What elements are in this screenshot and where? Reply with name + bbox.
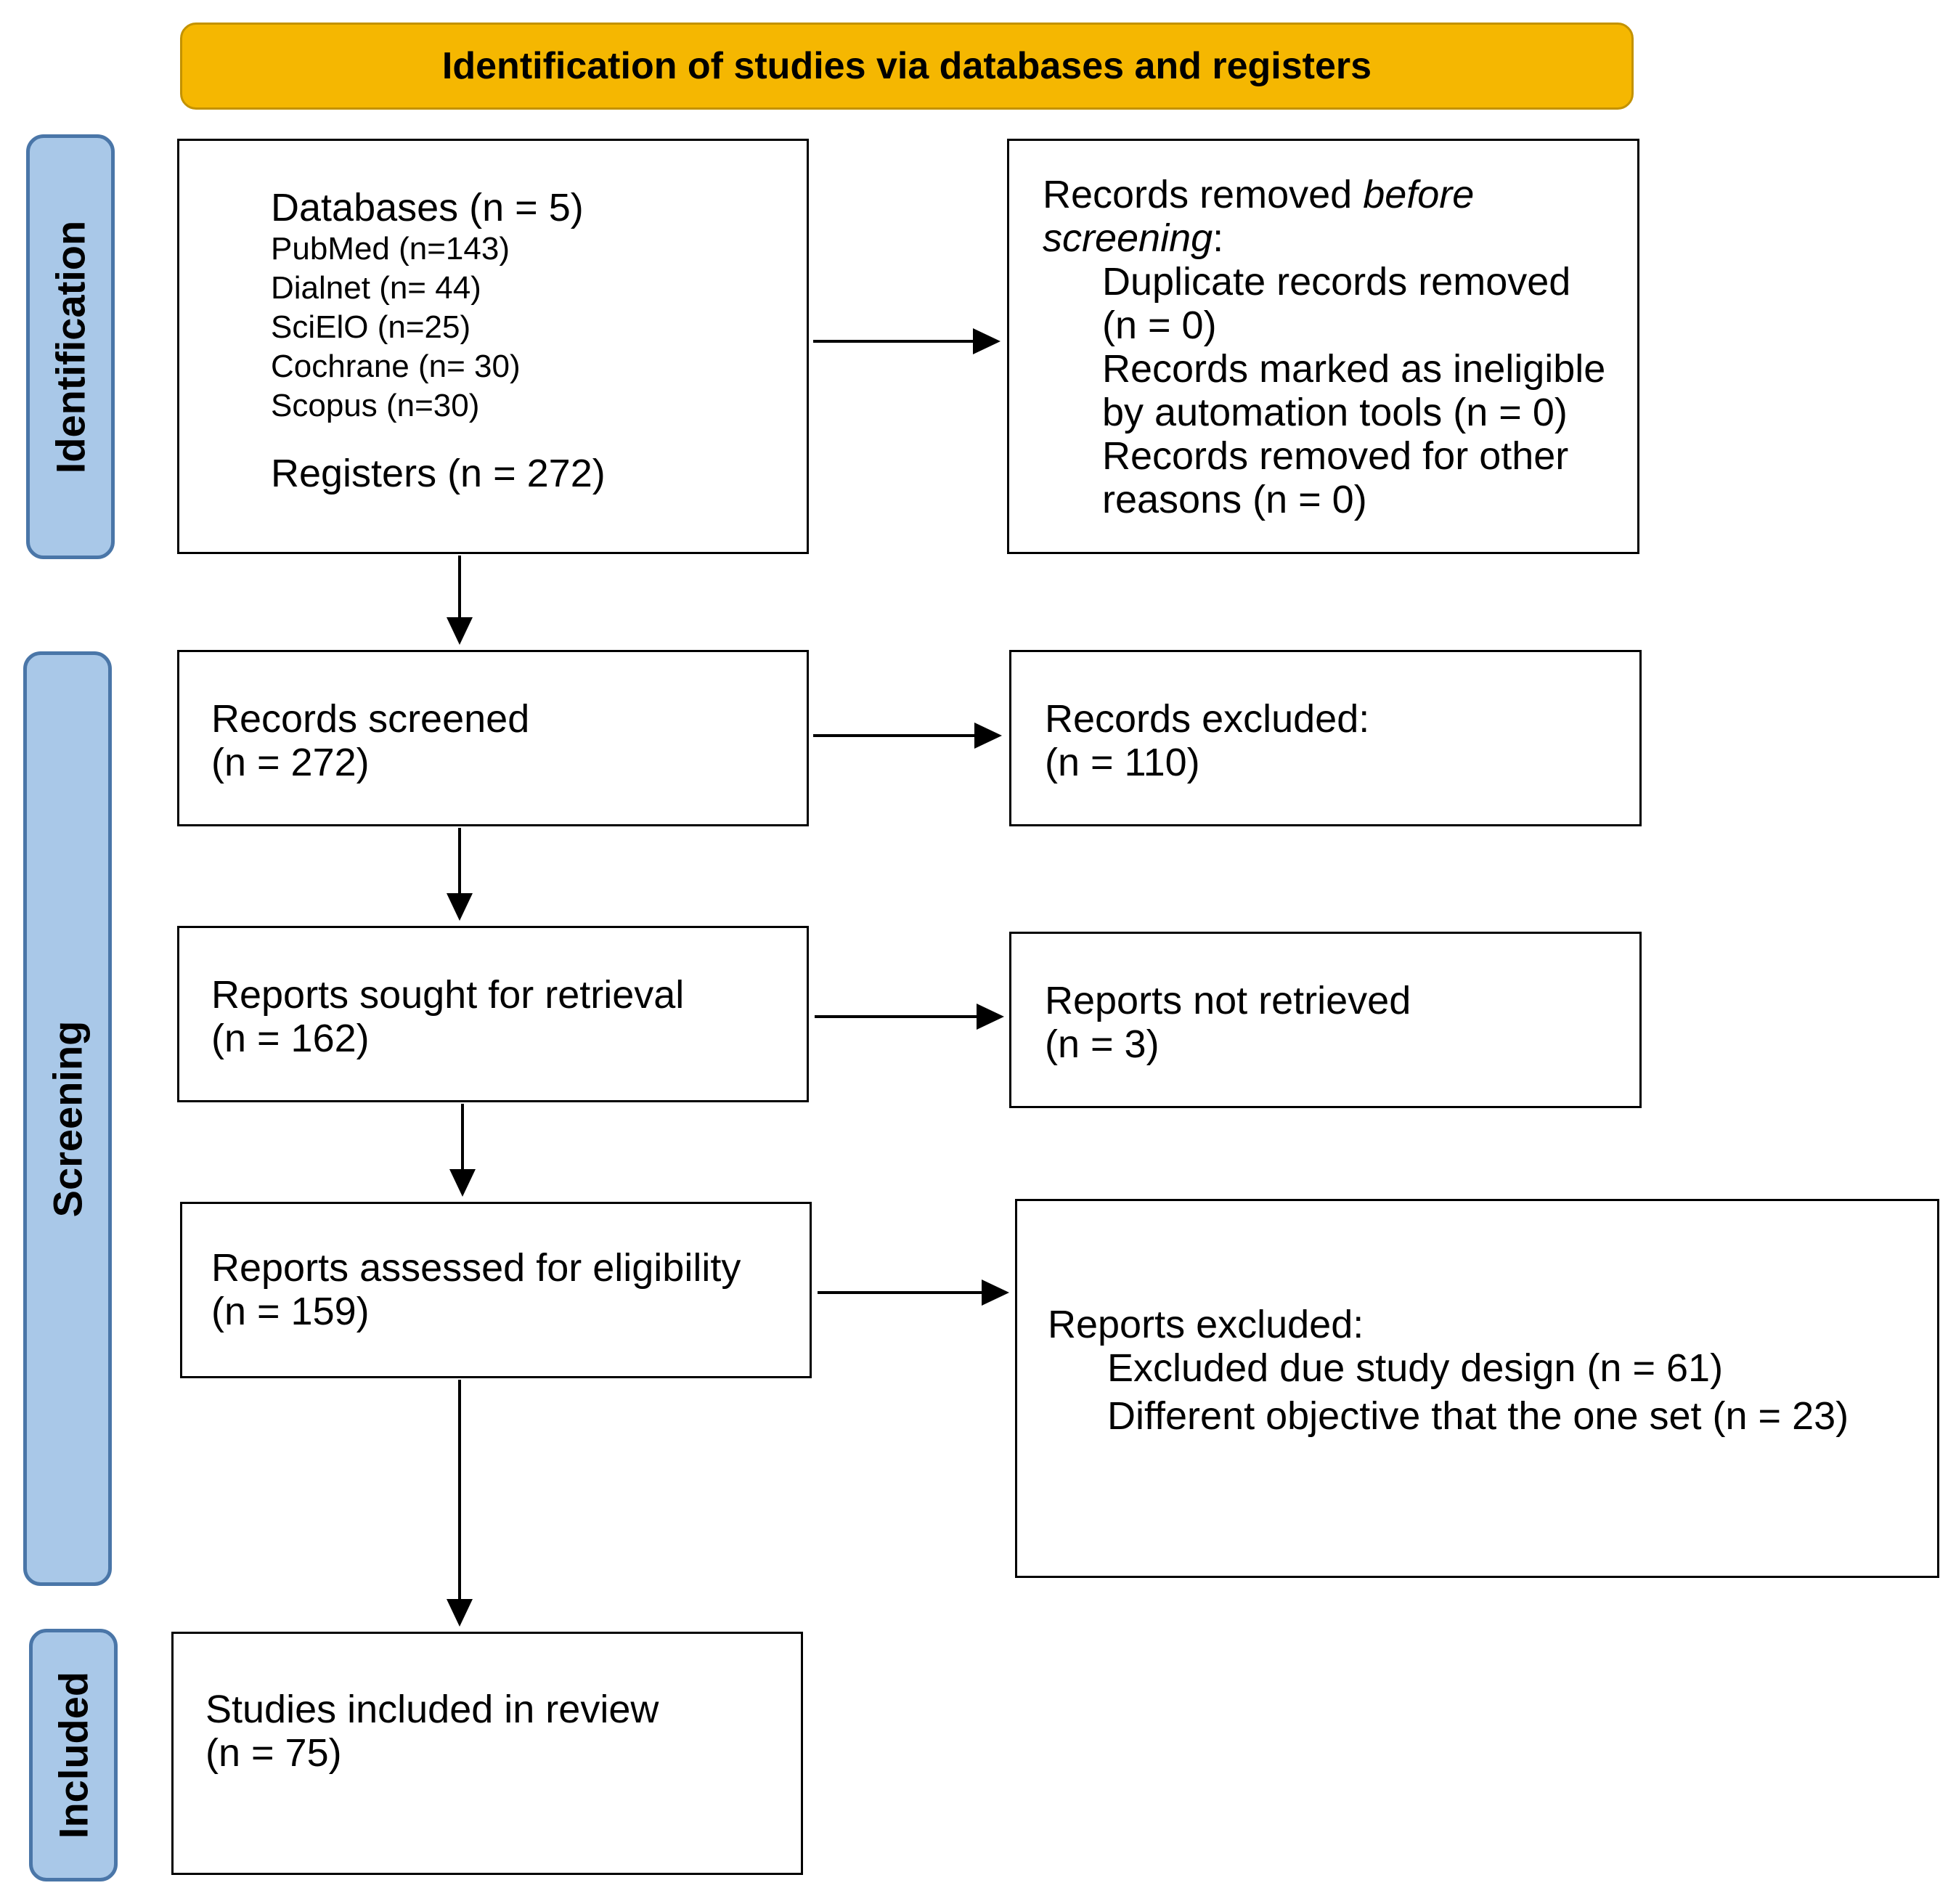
databases-count: Databases (n = 5) bbox=[271, 186, 584, 229]
header-title: Identification of studies via databases … bbox=[441, 45, 1372, 87]
reports-excluded-item: Different objective that the one set (n … bbox=[1107, 1394, 1849, 1438]
reports-assessed-box: Reports assessed for eligibility (n = 15… bbox=[180, 1202, 812, 1378]
phase-included: Included bbox=[29, 1629, 118, 1881]
records-screened-box: Records screened (n = 272) bbox=[177, 650, 809, 826]
database-item: SciElO (n=25) bbox=[271, 309, 471, 345]
records-excluded-box: Records excluded: (n = 110) bbox=[1009, 650, 1642, 826]
records-screened-count: (n = 272) bbox=[211, 741, 370, 784]
reports-excluded-box: Reports excluded: Excluded due study des… bbox=[1015, 1199, 1939, 1578]
reports-not-retrieved-label: Reports not retrieved bbox=[1045, 979, 1411, 1022]
phase-screening: Screening bbox=[23, 651, 112, 1586]
reports-assessed-label: Reports assessed for eligibility bbox=[211, 1246, 741, 1290]
identification-box: Databases (n = 5) PubMed (n=143) Dialnet… bbox=[177, 139, 809, 554]
database-list: PubMed (n=143) Dialnet (n= 44) SciElO (n… bbox=[271, 229, 606, 426]
reports-not-retrieved-count: (n = 3) bbox=[1045, 1022, 1160, 1066]
reports-excluded-label: Reports excluded: bbox=[1048, 1303, 1364, 1346]
records-excluded-label: Records excluded: bbox=[1045, 697, 1370, 741]
registers-count: Registers (n = 272) bbox=[271, 452, 606, 495]
studies-included-count: (n = 75) bbox=[205, 1731, 342, 1775]
studies-included-box: Studies included in review (n = 75) bbox=[171, 1632, 803, 1875]
reports-excluded-item: Excluded due study design (n = 61) bbox=[1107, 1346, 1724, 1390]
database-item: Scopus (n=30) bbox=[271, 388, 480, 423]
records-excluded-count: (n = 110) bbox=[1045, 741, 1200, 784]
removed-item: Duplicate records removed (n = 0) bbox=[1102, 260, 1571, 347]
header-banner: Identification of studies via databases … bbox=[180, 23, 1634, 110]
reports-assessed-count: (n = 159) bbox=[211, 1290, 370, 1333]
phase-identification: Identification bbox=[26, 134, 115, 559]
reports-not-retrieved-box: Reports not retrieved (n = 3) bbox=[1009, 932, 1642, 1108]
database-item: Dialnet (n= 44) bbox=[271, 270, 481, 306]
reports-sought-count: (n = 162) bbox=[211, 1017, 370, 1060]
removed-item: Records marked as ineligible by automati… bbox=[1102, 347, 1606, 434]
reports-sought-label: Reports sought for retrieval bbox=[211, 973, 685, 1017]
removed-item: Records removed for other reasons (n = 0… bbox=[1102, 434, 1569, 521]
database-item: PubMed (n=143) bbox=[271, 231, 510, 267]
records-screened-label: Records screened bbox=[211, 697, 530, 741]
database-item: Cochrane (n= 30) bbox=[271, 349, 521, 384]
reports-sought-box: Reports sought for retrieval (n = 162) bbox=[177, 926, 809, 1102]
studies-included-label: Studies included in review bbox=[205, 1688, 659, 1731]
